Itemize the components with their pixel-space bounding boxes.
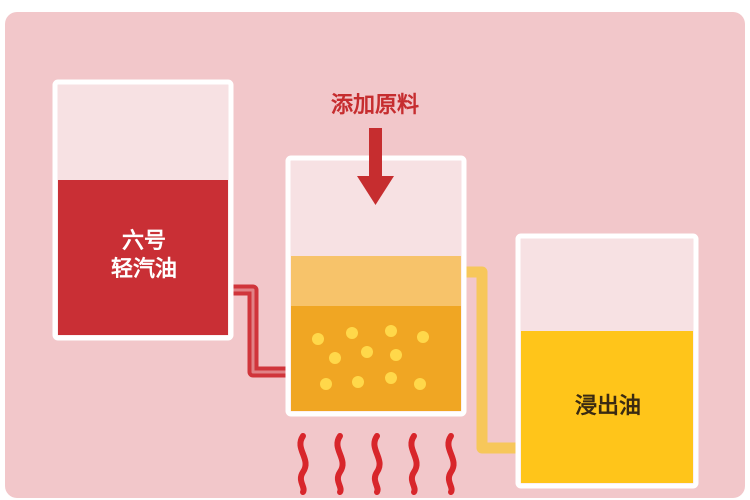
- solvent-label: 六号 轻汽油: [58, 228, 230, 283]
- flame-icon: [297, 433, 457, 495]
- solvent-pipe: [228, 284, 292, 378]
- solvent-liquid: [58, 180, 228, 335]
- add-material-label: 添加原料: [330, 93, 419, 118]
- extracted-oil-label: 浸出油: [574, 394, 641, 419]
- mixture-upper-layer: [291, 256, 461, 306]
- mixture-lower-layer: [291, 306, 461, 411]
- solvent-pipe-inner: [228, 288, 292, 374]
- solvent-label-line2: 轻汽油: [110, 256, 177, 282]
- down-arrow-icon: [357, 128, 394, 205]
- oil-container: [515, 233, 699, 489]
- oil-liquid: [521, 331, 693, 483]
- solvent-label-line1: 六号: [121, 229, 166, 254]
- solvent-container: [52, 79, 234, 341]
- oil-pipe: [460, 266, 522, 454]
- raw-material-particles: [312, 325, 429, 390]
- extraction-container: [285, 155, 467, 417]
